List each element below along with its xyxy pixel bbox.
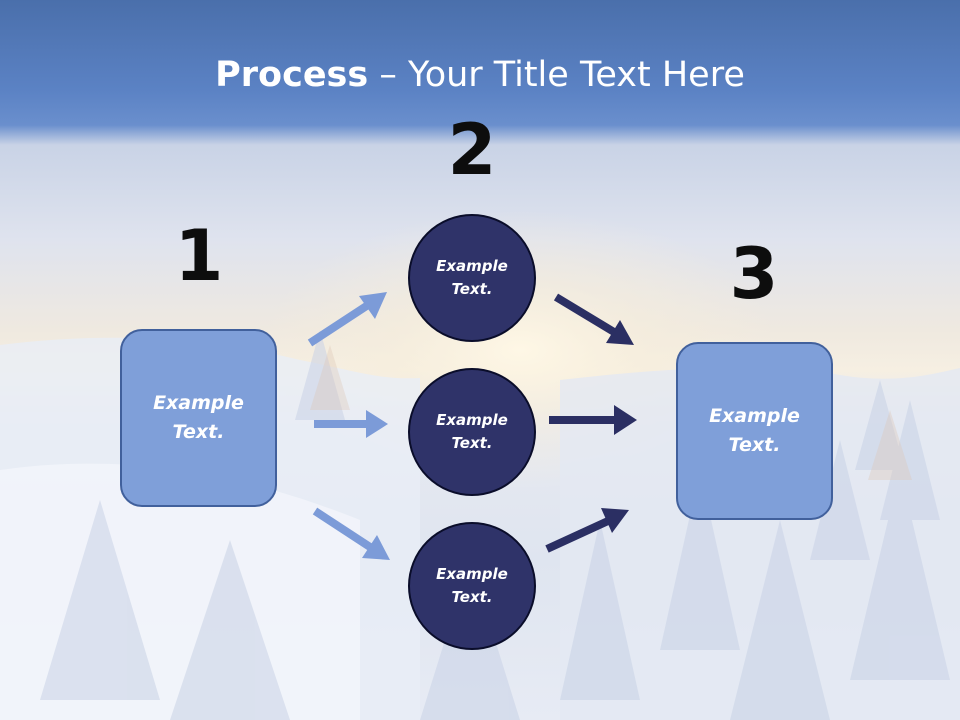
step-1-label: Example Text. xyxy=(149,389,249,447)
circle-middle-label-line-1: Example xyxy=(436,411,508,429)
step-3-box: Example Text. xyxy=(676,342,833,520)
slide-title: Process – Your Title Text Here xyxy=(0,52,960,98)
step-2-circle-middle: Example Text. xyxy=(408,368,536,496)
circle-bottom-label-line-1: Example xyxy=(436,565,508,583)
step-1-box: Example Text. xyxy=(120,329,277,507)
step-3-label: Example Text. xyxy=(705,402,805,460)
step-3-number: 3 xyxy=(729,233,779,315)
circle-top-label: Example Text. xyxy=(422,255,522,301)
step-2-circle-bottom: Example Text. xyxy=(408,522,536,650)
title-rest-part: – Your Title Text Here xyxy=(368,55,745,95)
circle-bottom-label: Example Text. xyxy=(422,563,522,609)
title-bold-part: Process xyxy=(215,55,369,95)
circle-bottom-label-line-2: Text. xyxy=(451,588,493,606)
circle-top-label-line-2: Text. xyxy=(451,280,493,298)
circle-middle-label-line-2: Text. xyxy=(451,434,493,452)
step-3-label-line-1: Example xyxy=(709,405,800,427)
step-1-label-line-2: Text. xyxy=(172,421,225,443)
step-2-number: 2 xyxy=(447,109,497,191)
step-1-number: 1 xyxy=(174,215,224,297)
circle-top-label-line-1: Example xyxy=(436,257,508,275)
step-1-label-line-1: Example xyxy=(153,392,244,414)
circle-middle-label: Example Text. xyxy=(422,409,522,455)
step-3-label-line-2: Text. xyxy=(728,434,781,456)
step-2-circle-top: Example Text. xyxy=(408,214,536,342)
